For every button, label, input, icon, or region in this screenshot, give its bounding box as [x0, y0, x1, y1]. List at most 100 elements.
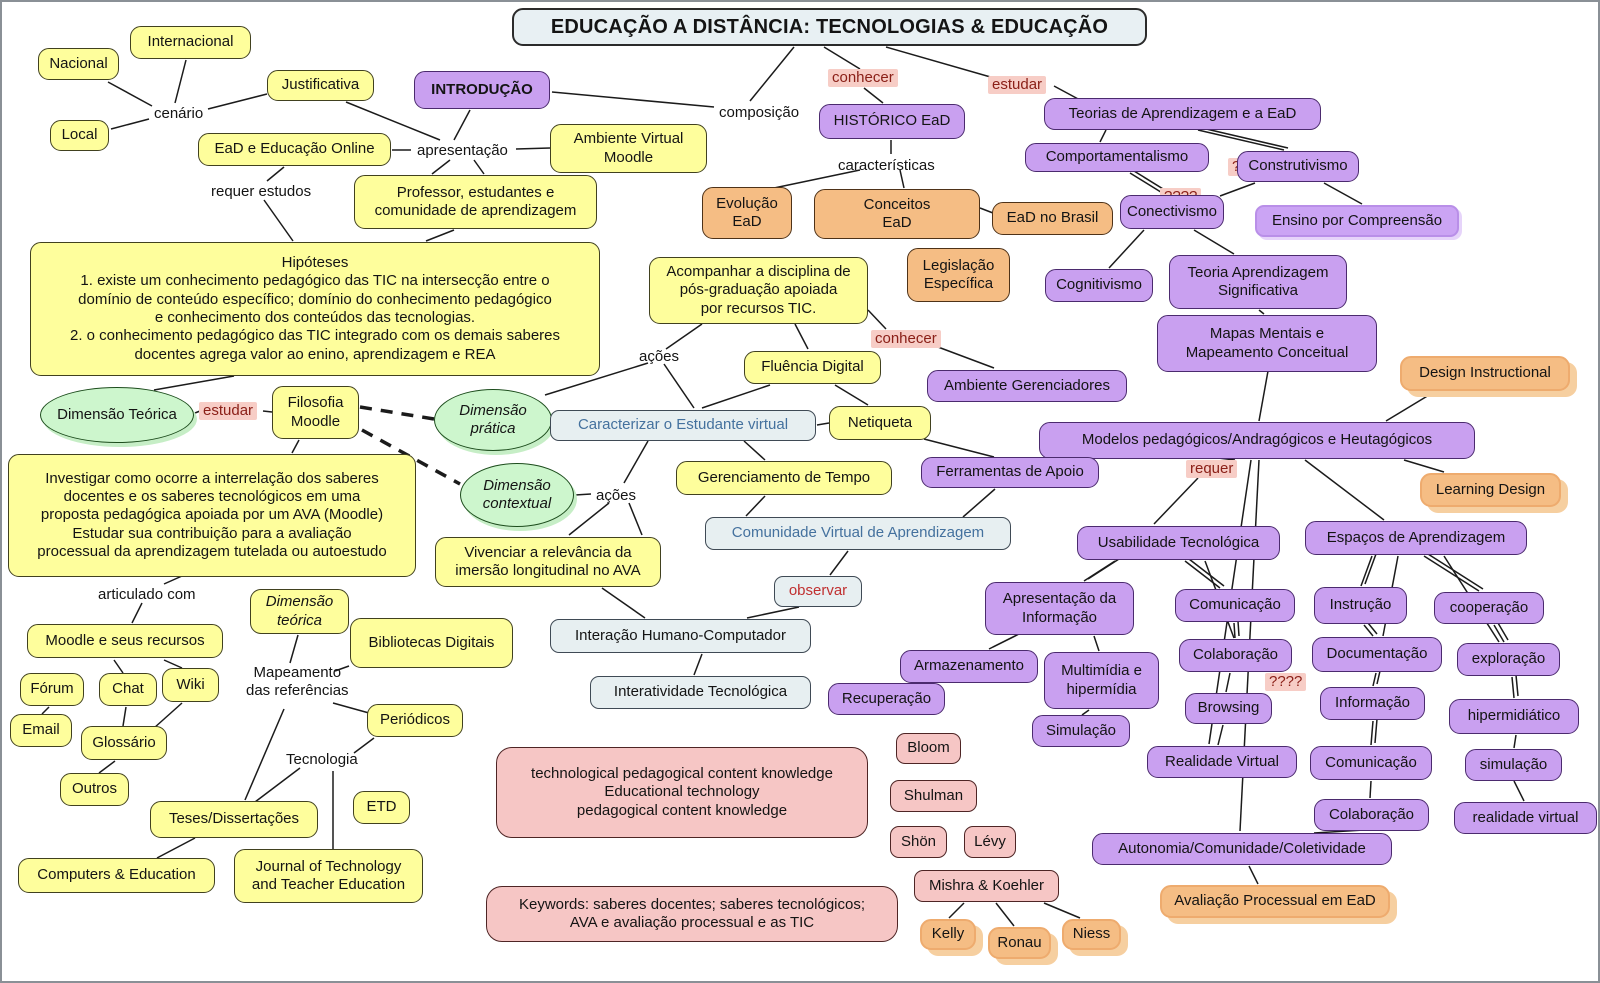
- node-simulacao-1[interactable]: Simulação: [1032, 715, 1130, 747]
- node-autonomia[interactable]: Autonomia/Comunidade/Coletividade: [1092, 833, 1392, 865]
- label-requer-estudos: requer estudos: [211, 183, 312, 200]
- node-filosofia-moodle[interactable]: Filosofia Moodle: [272, 386, 359, 439]
- node-cooperacao[interactable]: cooperação: [1434, 592, 1544, 624]
- node-mishra-koehler[interactable]: Mishra & Koehler: [914, 870, 1059, 902]
- node-ead-educacao-online[interactable]: EaD e Educação Online: [198, 133, 391, 166]
- node-historico-ead[interactable]: HISTÓRICO EaD: [819, 104, 965, 139]
- node-comportamentalismo[interactable]: Comportamentalismo: [1025, 143, 1209, 172]
- node-moodle-recursos[interactable]: Moodle e seus recursos: [27, 624, 223, 658]
- node-teorias-aprendizagem[interactable]: Teorias de Aprendizagem e a EaD: [1044, 98, 1321, 130]
- node-learning-design[interactable]: Learning Design: [1420, 473, 1561, 507]
- node-informacao[interactable]: Informação: [1320, 687, 1425, 720]
- node-ferramentas-apoio[interactable]: Ferramentas de Apoio: [921, 457, 1099, 488]
- node-ensino-compreensao[interactable]: Ensino por Compreensão: [1255, 205, 1459, 237]
- node-professor-estudantes[interactable]: Professor, estudantes e comunidade de ap…: [354, 175, 597, 229]
- node-multimidia-hipermidia[interactable]: Multimídia e hipermídia: [1044, 652, 1159, 709]
- node-armazenamento[interactable]: Armazenamento: [900, 650, 1038, 683]
- node-conectivismo[interactable]: Conectivismo: [1120, 195, 1224, 229]
- node-vivenciar[interactable]: Vivenciar a relevância da imersão longit…: [435, 537, 661, 587]
- node-dimensao-teorica-caixa[interactable]: Dimensão teórica: [250, 589, 349, 634]
- node-construtivismo[interactable]: Construtivismo: [1237, 151, 1359, 182]
- node-justificativa[interactable]: Justificativa: [267, 70, 374, 101]
- node-local[interactable]: Local: [50, 120, 109, 151]
- node-comunicacao-1[interactable]: Comunicação: [1175, 589, 1295, 622]
- node-ambiente-gerenciadores[interactable]: Ambiente Gerenciadores: [927, 370, 1127, 402]
- node-hipermidiatico[interactable]: hipermidiático: [1449, 699, 1579, 734]
- node-apresentacao-informacao[interactable]: Apresentação da Informação: [985, 582, 1134, 635]
- node-email[interactable]: Email: [10, 714, 72, 747]
- node-netiqueta[interactable]: Netiqueta: [829, 406, 931, 440]
- node-internacional[interactable]: Internacional: [130, 26, 251, 59]
- label-caracteristicas: características: [838, 157, 935, 174]
- node-shon[interactable]: Shön: [890, 826, 947, 858]
- node-legislacao-especifica[interactable]: Legislação Específica: [907, 248, 1010, 302]
- node-journal-technology[interactable]: Journal of Technology and Teacher Educat…: [234, 849, 423, 903]
- node-etd[interactable]: ETD: [353, 791, 410, 824]
- node-niess[interactable]: Niess: [1062, 919, 1121, 950]
- node-teses[interactable]: Teses/Dissertações: [150, 801, 318, 838]
- node-realidade-virtual-2[interactable]: realidade virtual: [1454, 802, 1597, 834]
- node-kelly[interactable]: Kelly: [920, 919, 976, 950]
- chip-4q[interactable]: ????: [1265, 673, 1307, 692]
- chip-requer[interactable]: requer: [1186, 460, 1238, 479]
- node-forum[interactable]: Fórum: [20, 673, 84, 706]
- node-hipoteses[interactable]: Hipóteses 1. existe um conhecimento peda…: [30, 242, 600, 376]
- node-documentacao[interactable]: Documentação: [1312, 637, 1442, 672]
- node-ronau[interactable]: Ronau: [988, 927, 1051, 959]
- node-glossario[interactable]: Glossário: [81, 726, 167, 760]
- node-colaboracao-2[interactable]: Colaboração: [1314, 799, 1429, 831]
- node-interatividade-tecnologica[interactable]: Interatividade Tecnológica: [590, 676, 811, 709]
- node-teoria-significativa[interactable]: Teoria Aprendizagem Significativa: [1169, 255, 1347, 309]
- node-exploracao[interactable]: exploração: [1457, 643, 1560, 676]
- node-avaliacao-processual[interactable]: Avaliação Processual em EaD: [1160, 885, 1390, 918]
- node-comunidade-virtual[interactable]: Comunidade Virtual de Aprendizagem: [705, 517, 1011, 550]
- node-dimensao-contextual[interactable]: Dimensão contextual: [460, 463, 574, 527]
- node-gerenciamento-tempo[interactable]: Gerenciamento de Tempo: [676, 461, 892, 495]
- node-bloom[interactable]: Bloom: [896, 733, 961, 764]
- node-modelos-pedagogicos[interactable]: Modelos pedagógicos/Andragógicos e Heuta…: [1039, 422, 1475, 459]
- node-bibliotecas-digitais[interactable]: Bibliotecas Digitais: [350, 618, 513, 668]
- node-recuperacao[interactable]: Recuperação: [828, 683, 945, 715]
- node-ead-no-brasil[interactable]: EaD no Brasil: [992, 202, 1113, 235]
- node-nacional[interactable]: Nacional: [38, 48, 119, 80]
- node-mapas-mentais[interactable]: Mapas Mentais e Mapeamento Conceitual: [1157, 315, 1377, 372]
- node-computers-education[interactable]: Computers & Education: [18, 858, 215, 893]
- node-keywords-block[interactable]: Keywords: saberes docentes; saberes tecn…: [486, 886, 898, 942]
- label-tecnologia: Tecnologia: [286, 751, 358, 768]
- node-levy[interactable]: Lévy: [964, 826, 1016, 858]
- node-conceitos-ead[interactable]: Conceitos EaD: [814, 189, 980, 239]
- node-investigar[interactable]: Investigar como ocorre a interrelação do…: [8, 454, 416, 577]
- node-interacao-humano-computador[interactable]: Interação Humano-Computador: [550, 619, 811, 653]
- title-node[interactable]: EDUCAÇÃO A DISTÂNCIA: TECNOLOGIAS & EDUC…: [512, 8, 1147, 46]
- node-chat[interactable]: Chat: [99, 673, 157, 706]
- node-realidade-virtual-1[interactable]: Realidade Virtual: [1147, 746, 1297, 778]
- node-simulacao-2[interactable]: simulação: [1465, 749, 1562, 781]
- node-instrucao[interactable]: Instrução: [1314, 587, 1407, 624]
- node-periodicos[interactable]: Periódicos: [367, 704, 463, 737]
- chip-estudar-2[interactable]: estudar: [199, 402, 258, 421]
- node-shulman[interactable]: Shulman: [890, 780, 977, 812]
- node-usabilidade-tecnologica[interactable]: Usabilidade Tecnológica: [1077, 526, 1280, 560]
- node-dimensao-teorica-ellipse[interactable]: Dimensão Teórica: [40, 387, 194, 443]
- label-articulado-com: articulado com: [98, 586, 196, 603]
- node-design-instructional[interactable]: Design Instructional: [1400, 356, 1570, 391]
- node-colaboracao-1[interactable]: Colaboração: [1179, 639, 1292, 672]
- node-caracterizar-estudante[interactable]: Caracterizar o Estudante virtual: [550, 410, 816, 441]
- node-browsing[interactable]: Browsing: [1185, 693, 1272, 724]
- node-evolucao-ead[interactable]: Evolução EaD: [702, 187, 792, 239]
- node-fluencia-digital[interactable]: Fluência Digital: [744, 351, 881, 384]
- node-ambiente-virtual-moodle[interactable]: Ambiente Virtual Moodle: [550, 124, 707, 173]
- node-espacos-aprendizagem[interactable]: Espaços de Aprendizagem: [1305, 521, 1527, 555]
- node-cognitivismo[interactable]: Cognitivismo: [1045, 269, 1153, 302]
- node-dimensao-pratica[interactable]: Dimensão prática: [434, 389, 552, 451]
- node-introducao[interactable]: INTRODUÇÃO: [414, 71, 550, 109]
- node-wiki[interactable]: Wiki: [162, 668, 219, 702]
- chip-conhecer-1[interactable]: conhecer: [828, 69, 898, 88]
- node-outros[interactable]: Outros: [60, 773, 129, 806]
- node-acompanhar[interactable]: Acompanhar a disciplina de pós-graduação…: [649, 257, 868, 324]
- node-tpck-block[interactable]: technological pedagogical content knowle…: [496, 747, 868, 838]
- node-observar[interactable]: observar: [774, 576, 862, 607]
- chip-estudar-1[interactable]: estudar: [988, 76, 1047, 95]
- node-comunicacao-2[interactable]: Comunicação: [1310, 746, 1432, 780]
- chip-conhecer-2[interactable]: conhecer: [871, 330, 941, 349]
